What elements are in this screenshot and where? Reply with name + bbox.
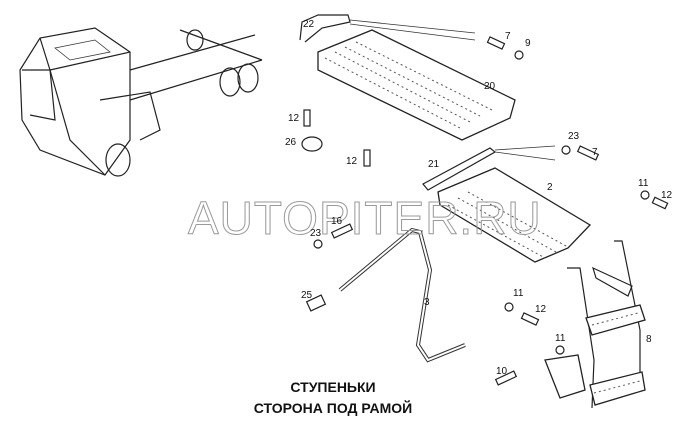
callout: 2 bbox=[547, 182, 553, 193]
callout: 22 bbox=[303, 19, 315, 30]
fasteners bbox=[301, 36, 669, 386]
callout: 7 bbox=[505, 31, 511, 42]
step-plate-2 bbox=[437, 167, 592, 263]
callout: 3 bbox=[424, 297, 430, 308]
callout: 12 bbox=[535, 304, 547, 315]
callout: 26 bbox=[285, 137, 297, 148]
callout: 20 bbox=[484, 81, 496, 92]
callout: 11 bbox=[555, 333, 566, 344]
callout: 23 bbox=[568, 131, 580, 142]
callout: 25 bbox=[301, 290, 313, 301]
ladder-8 bbox=[544, 240, 646, 409]
callout: 16 bbox=[331, 216, 343, 227]
callout: 9 bbox=[525, 38, 531, 49]
callout: 10 bbox=[496, 366, 508, 377]
callout: 12 bbox=[288, 113, 300, 124]
callout: 12 bbox=[661, 190, 673, 201]
watermark: AUTOPITER.RU bbox=[188, 192, 542, 244]
callout: 11 bbox=[638, 178, 649, 189]
callout: 21 bbox=[428, 159, 440, 170]
truck-overview-illustration bbox=[19, 27, 263, 177]
diagram-title-line2: СТОРОНА ПОД РАМОЙ bbox=[254, 399, 412, 416]
callout: 7 bbox=[592, 147, 598, 158]
grab-bar-3 bbox=[338, 227, 466, 363]
callout: 12 bbox=[346, 156, 358, 167]
diagram-title-line1: СТУПЕНЬКИ bbox=[290, 379, 375, 395]
callout-labels: 22 7 9 20 12 26 12 21 23 7 2 11 12 16 23… bbox=[285, 19, 673, 377]
callout: 23 bbox=[310, 228, 322, 239]
callout: 8 bbox=[646, 334, 652, 345]
callout: 11 bbox=[513, 288, 524, 299]
upper-step-plate-20 bbox=[299, 14, 516, 141]
